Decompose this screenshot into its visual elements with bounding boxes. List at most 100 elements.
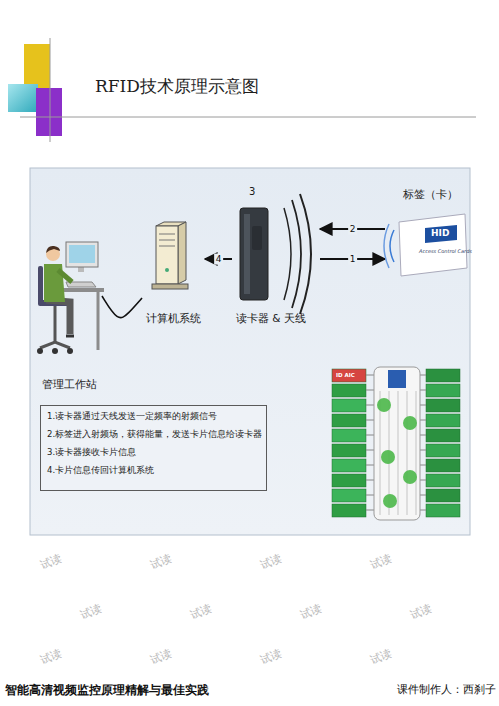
chip-lead [420,495,426,496]
reader-highlight [244,214,250,294]
node-text: 3 [249,186,255,198]
chip-pin-cell [426,489,460,502]
node-text: Access Control Cards [419,248,472,254]
radio-wave [300,194,311,314]
chip-lead [420,510,426,511]
callout-number: 1 [348,254,358,265]
tower-front [156,226,178,284]
power-led [165,268,169,272]
person-shoe [66,335,74,338]
chip-pin-cell [426,369,460,382]
title-rule [20,117,476,118]
chip-pin-cell [426,429,460,442]
watermark: 试读 [148,647,173,667]
chair-wheel [52,348,58,354]
chip-pin-cell [332,384,366,397]
footer-text: 智能高清视频监控原理精解与最佳实践 [5,683,209,697]
chip-lead [420,405,426,406]
chip-lead [420,450,426,451]
radio-wave [284,208,291,300]
callout-number: 2 [348,224,358,235]
chair-post [54,306,57,342]
footer-text: 课件制作人：西刹子 [397,683,496,696]
watermark: 试读 [148,552,173,572]
watermark: 试读 [298,602,323,622]
chip-pin-cell [426,414,460,427]
reader-body [240,208,268,300]
person-arm [58,270,72,282]
deco-square [24,44,50,88]
tag-node: 标签（卡）HIDAccess Control Cards [385,188,476,283]
node-illustration [36,230,108,395]
drive-slot [159,240,175,241]
chip-lead [366,435,374,436]
node-text: 读卡器 & 天线 [236,312,306,325]
chip-pin-cell [332,459,366,472]
watermark: 试读 [38,552,63,572]
chip-lead [420,465,426,466]
chip-lead [366,480,374,481]
hid-logo [425,225,457,243]
chip-pin-cell [332,399,366,412]
chip-trace [416,391,417,515]
chip-lead [420,420,426,421]
chip-lead [366,495,374,496]
chip-pin-cell [426,459,460,472]
chip-die [374,367,420,520]
chip-pin-cell [426,504,460,517]
chip-lead [366,420,374,421]
deco-square [36,88,62,136]
tower-side [178,222,186,284]
watermark: 试读 [368,552,393,572]
node-illustration [140,220,204,326]
chip-pin-cell [426,399,460,412]
chip-lead [366,510,374,511]
chair-base [40,342,70,348]
desk [60,288,104,292]
chip-pin-cell [332,504,366,517]
watermark: 试读 [408,602,433,622]
signal-arc [390,230,394,262]
drive-slot [159,246,175,247]
drive-slot [159,234,175,235]
callout-number: 4 [214,254,224,265]
chip-lead [366,375,374,376]
node-illustration [385,188,469,283]
signal-arc [384,224,389,268]
card [399,214,467,276]
chip-blob [377,398,391,412]
cable [102,296,142,318]
chip-pin-cell [426,444,460,457]
radio-wave [292,200,301,308]
node-text: 3.读卡器接收卡片信息 [47,447,136,457]
chip-lead [366,390,374,391]
node-text: 1.读卡器通过天线发送一定频率的射频信号 [47,411,217,421]
chip-pin-cell [332,444,366,457]
chip-pin-cell [426,384,460,397]
watermark: 试读 [368,647,393,667]
reader-window [252,226,262,250]
chip-lead [366,465,374,466]
chip-pin-cell [332,429,366,442]
chip-blob [381,450,395,464]
chip-trace [407,391,408,515]
chip-lead [366,405,374,406]
node-text: 标签（卡） [403,188,458,201]
slide-title: RFID技术原理示意图 [95,76,259,96]
chip-blob [403,416,417,430]
watermark: 试读 [78,602,103,622]
tower-base [152,284,188,289]
desk-leg [97,292,100,350]
chip-blob [383,494,397,508]
watermark: 试读 [258,647,283,667]
chip-pin-cell [332,474,366,487]
diagram-panel [30,168,470,535]
notes-box: 1.读卡器通过天线发送一定频率的射频信号 2.标签进入射频场，获得能量，发送卡片信… [40,405,267,491]
node-text: ID AIC [336,372,355,379]
computer-node: 计算机系统 [140,220,205,326]
chip-lead [420,375,426,376]
node-text: 计算机系统 [146,312,201,325]
node-text: 2.标签进入射频场，获得能量，发送卡片信息给读卡器 [47,429,262,439]
